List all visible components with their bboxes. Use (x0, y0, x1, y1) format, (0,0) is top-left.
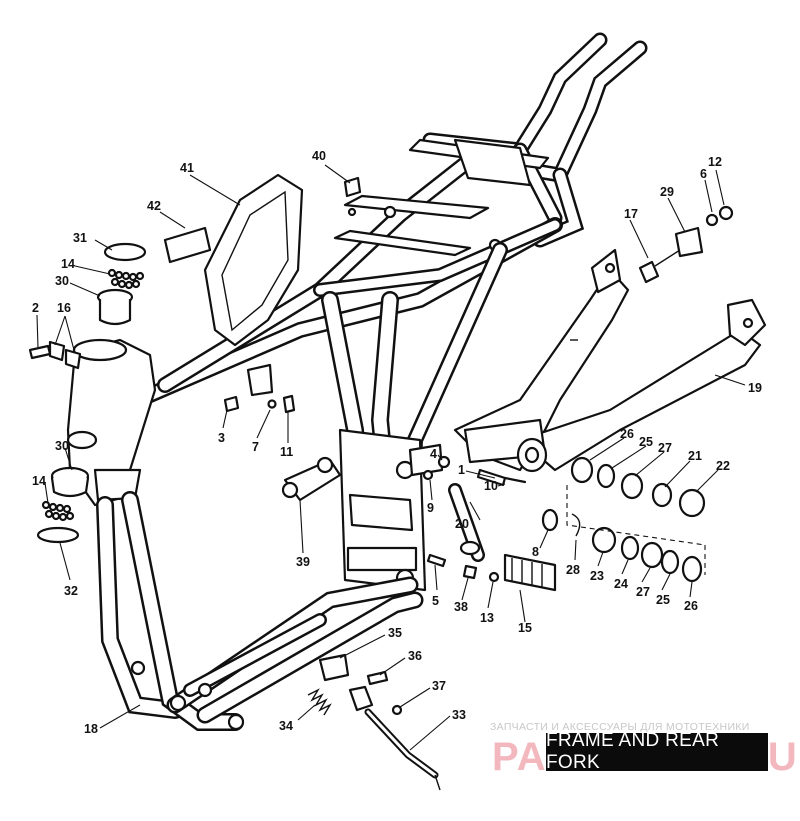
rear-fork (453, 248, 767, 473)
callout-18: 18 (84, 722, 98, 736)
callout-39: 39 (296, 555, 310, 569)
callout-32: 32 (64, 584, 78, 598)
callout-13: 13 (480, 611, 494, 625)
callout-2: 2 (32, 301, 39, 315)
callout-14-lower: 14 (32, 474, 46, 488)
callout-16: 16 (57, 301, 71, 315)
callout-34: 34 (279, 719, 293, 733)
callout-4: 4 (430, 447, 437, 461)
callout-42: 42 (147, 199, 161, 213)
callout-6: 6 (700, 167, 707, 181)
hardware (28, 205, 734, 791)
callout-35: 35 (388, 626, 402, 640)
callout-numbers: 40 41 42 31 14 30 2 16 3 7 11 30 14 32 1… (32, 149, 762, 736)
callout-5: 5 (432, 594, 439, 608)
callout-21: 21 (688, 449, 702, 463)
emblem-40 (343, 176, 362, 217)
diagram-title: FRAME AND REAR FORK (546, 730, 768, 773)
callout-20: 20 (455, 517, 469, 531)
callout-14-upper: 14 (61, 257, 75, 271)
callout-26-upper: 26 (620, 427, 634, 441)
callout-41: 41 (180, 161, 194, 175)
callout-10: 10 (484, 479, 498, 493)
callout-3: 3 (218, 431, 225, 445)
callout-15: 15 (518, 621, 532, 635)
callout-25-lower: 25 (656, 593, 670, 607)
callout-7: 7 (252, 440, 259, 454)
callout-22: 22 (716, 459, 730, 473)
callout-25-upper: 25 (639, 435, 653, 449)
callout-26-lower: 26 (684, 599, 698, 613)
callout-11: 11 (280, 445, 293, 459)
callout-29: 29 (660, 185, 674, 199)
callout-31: 31 (73, 231, 87, 245)
callout-24: 24 (614, 577, 628, 591)
callout-1: 1 (458, 463, 465, 477)
leader-lines (36, 164, 746, 751)
callout-40: 40 (312, 149, 326, 163)
callout-38: 38 (454, 600, 468, 614)
callout-27-upper: 27 (658, 441, 672, 455)
callout-19: 19 (748, 381, 762, 395)
callout-28: 28 (566, 563, 580, 577)
callout-9: 9 (427, 501, 434, 515)
callout-8: 8 (532, 545, 539, 559)
callout-30-upper: 30 (55, 274, 69, 288)
callout-23: 23 (590, 569, 604, 583)
callout-17: 17 (624, 207, 638, 221)
callout-30-lower: 30 (55, 439, 69, 453)
side-cover (163, 173, 304, 347)
watermark-caption: ЗАПЧАСТИ И АКСЕССУАРЫ ДЛЯ МОТОТЕХНИКИ (490, 721, 750, 733)
assembly-hidden-lines (566, 485, 706, 575)
callout-27-lower: 27 (636, 585, 650, 599)
callout-37: 37 (432, 679, 446, 693)
callout-33: 33 (452, 708, 466, 722)
callout-12: 12 (708, 155, 722, 169)
callout-36: 36 (408, 649, 422, 663)
